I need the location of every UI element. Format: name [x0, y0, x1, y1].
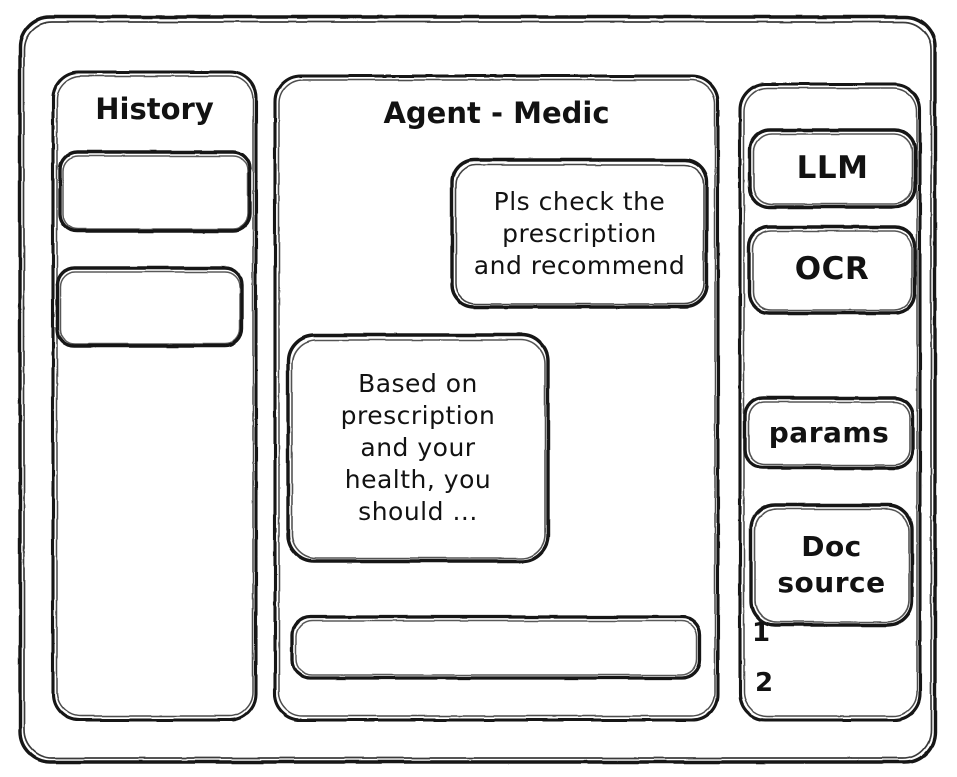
tool-button-label: OCR: [794, 251, 870, 288]
tool-button-llm[interactable]: LLM: [750, 130, 915, 207]
history-panel-title: History: [95, 92, 214, 126]
doc-source-item[interactable]: 1: [752, 617, 792, 651]
doc-source-label: Doc source: [777, 530, 886, 599]
tool-button-label: LLM: [796, 149, 869, 186]
doc-source-box[interactable]: Doc source: [751, 505, 912, 625]
assistant-message-bubble: Based on prescription and your health, y…: [288, 335, 548, 561]
user-message-bubble: Pls check the prescription and recommend: [452, 160, 707, 307]
tool-button-params[interactable]: params: [745, 398, 913, 468]
user-message-text: Pls check the prescription and recommend: [473, 186, 686, 280]
message-input[interactable]: [292, 617, 700, 678]
doc-source-item-label: 2: [755, 668, 774, 699]
history-item[interactable]: [60, 152, 250, 231]
history-item[interactable]: [57, 268, 242, 346]
doc-source-item-label: 1: [752, 618, 771, 649]
agent-panel-title: Agent - Medic: [383, 96, 610, 130]
doc-source-item[interactable]: 2: [755, 665, 795, 703]
assistant-message-text: Based on prescription and your health, y…: [340, 369, 496, 526]
tool-button-ocr[interactable]: OCR: [749, 227, 915, 313]
tool-button-label: params: [768, 416, 890, 450]
